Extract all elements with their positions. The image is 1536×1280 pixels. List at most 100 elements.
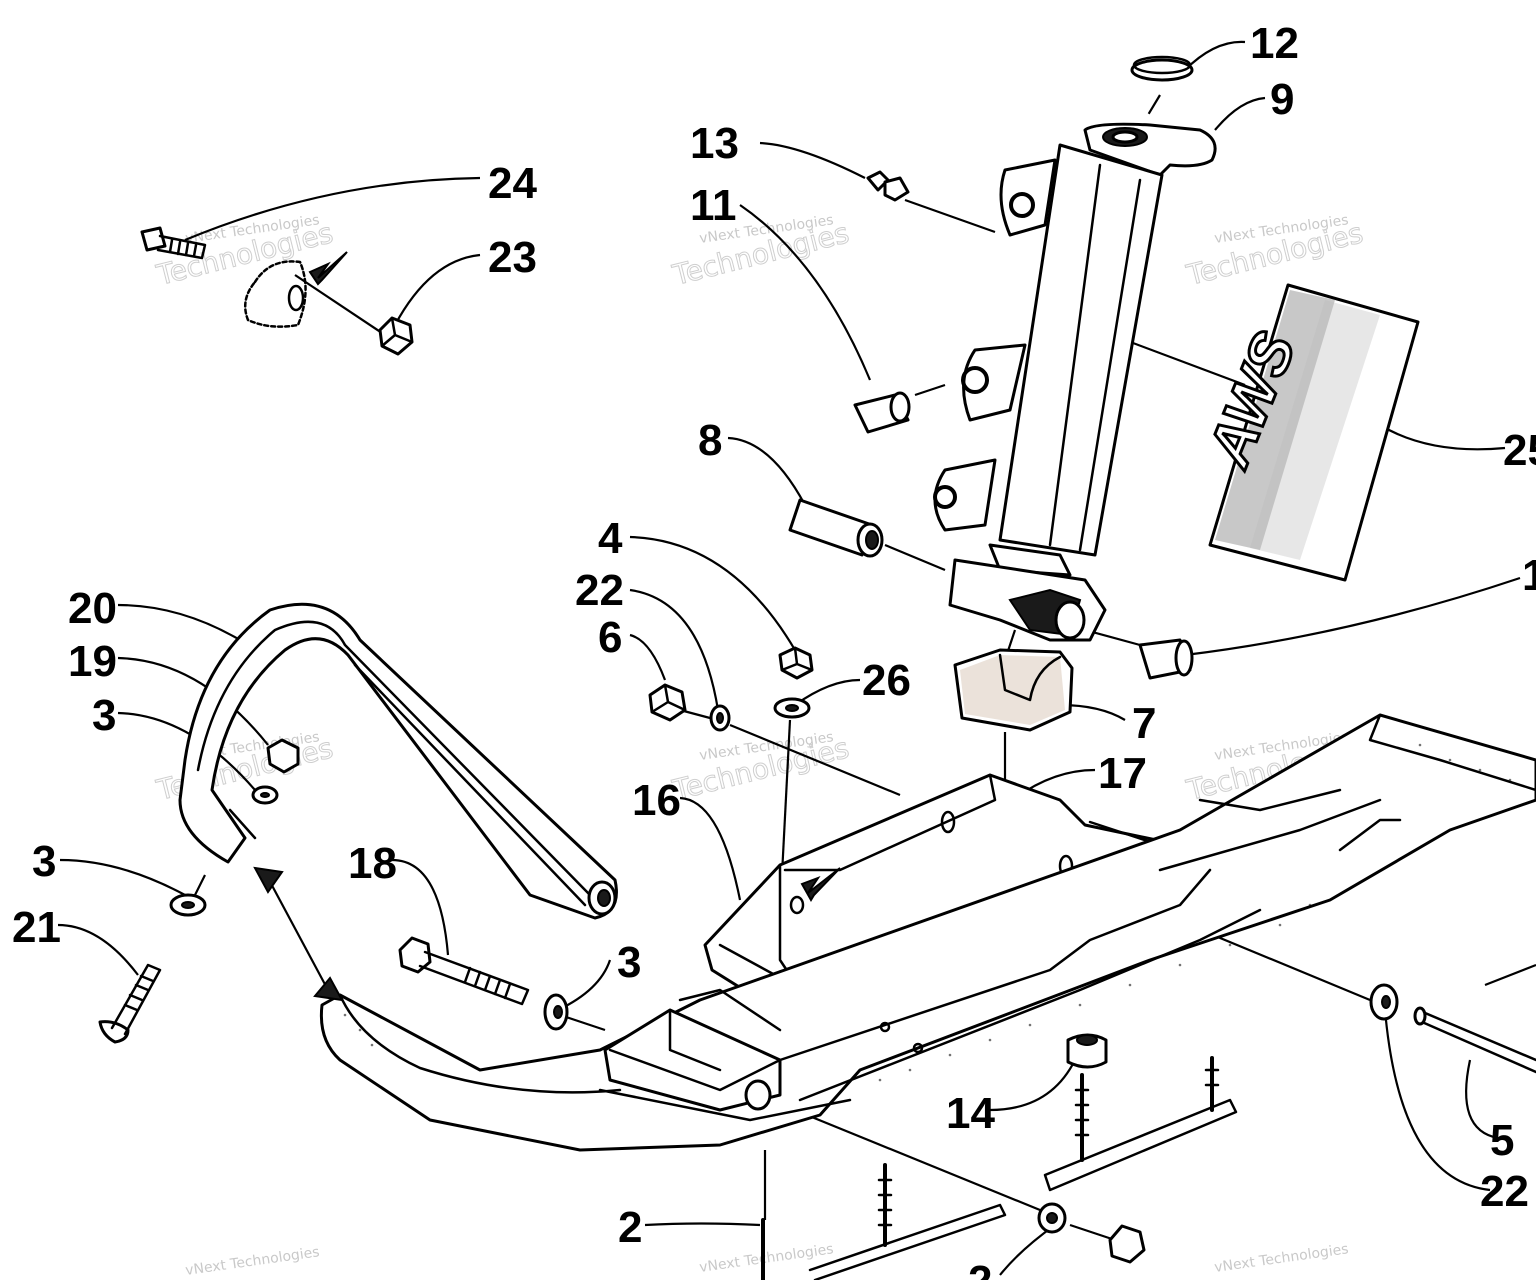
- part-13-grease-fitting: [866, 170, 910, 202]
- callout-3: 3: [32, 837, 56, 886]
- part-3-washer: [543, 993, 569, 1031]
- leader-23: [394, 253, 481, 326]
- arrow-icon: [308, 251, 348, 286]
- leader-3b: [59, 858, 186, 896]
- leader-12: [1184, 40, 1246, 71]
- assembly-line: [294, 274, 386, 336]
- part-22-washer: [1369, 983, 1399, 1021]
- part-2-wear-bar: [761, 1056, 1238, 1280]
- callout-6: 6: [598, 613, 622, 662]
- watermark-text: vNext Technologies: [698, 1241, 834, 1276]
- watermark-text: vNext Technologies: [1213, 1241, 1349, 1276]
- leader-18: [391, 858, 450, 956]
- arrowhead-icon: [313, 976, 344, 1002]
- part-24-bolt: [140, 226, 207, 260]
- part-18-bolt: [398, 936, 530, 1006]
- part-21-bolt: [98, 963, 162, 1044]
- callout-labels: 12 9 13 11 24 23 25 8 4 22 6 26 1 7 20 1…: [12, 19, 1536, 1280]
- callout-21: 21: [12, 903, 61, 952]
- leader-2a: [644, 1222, 761, 1227]
- arrowhead-icon: [253, 866, 284, 894]
- part-3-washer: [251, 785, 279, 805]
- leader-21: [57, 923, 139, 976]
- assembly-line: [1484, 963, 1536, 987]
- callout-22: 22: [1480, 1167, 1529, 1216]
- part-14-spacer: [1066, 1033, 1108, 1069]
- callout-20: 20: [68, 584, 117, 633]
- part-7-wear-block: [953, 648, 1074, 732]
- callout-19: 19: [68, 637, 117, 686]
- leader-19: [117, 656, 269, 746]
- callout-26: 26: [862, 656, 911, 705]
- part-19-nut: [266, 738, 300, 774]
- part-9-spindle-housing: [933, 122, 1217, 642]
- callout-16: 16: [632, 776, 681, 825]
- leader-13: [759, 141, 866, 179]
- leader-25: [1379, 424, 1506, 451]
- assembly-line: [904, 198, 996, 234]
- callout-17: 17: [1098, 749, 1147, 798]
- callout-4: 4: [598, 514, 623, 563]
- part-25-decal: AWS: [1193, 283, 1420, 582]
- leader-8: [727, 436, 806, 506]
- leader-lines: [57, 40, 1536, 1276]
- callout-25: 25: [1503, 426, 1536, 475]
- assembly-line: [914, 383, 946, 397]
- watermark-text: vNext Technologies: [184, 1244, 320, 1279]
- callout-1: 1: [1522, 551, 1536, 600]
- part-23-nut: [378, 316, 414, 356]
- part-3-washer: [169, 893, 207, 917]
- callout-3: 3: [92, 691, 116, 740]
- part-5-bolt: [1413, 1006, 1536, 1074]
- leader-24: [184, 176, 481, 242]
- callout-24: 24: [488, 159, 537, 208]
- leader-9: [1214, 96, 1266, 131]
- part-8-bushing: [788, 498, 884, 558]
- assembly-line: [1124, 338, 1246, 387]
- part-4-nut: [778, 646, 814, 680]
- callout-14: 14: [946, 1089, 995, 1138]
- leader-22a: [629, 588, 720, 711]
- arrow-icon: [800, 867, 841, 902]
- callout-8: 8: [698, 416, 722, 465]
- part-22-washer: [709, 704, 731, 732]
- leader-4: [629, 535, 796, 651]
- assembly-line: [1003, 629, 1017, 661]
- leader-11: [739, 204, 872, 381]
- assembly-line: [729, 723, 901, 797]
- part-11-bushing: [853, 391, 911, 434]
- leader-22b: [1383, 1009, 1491, 1192]
- callout-3: 3: [617, 938, 641, 987]
- alignment-arrow: [253, 866, 344, 1002]
- leader-1: [1184, 576, 1521, 657]
- callout-12: 12: [1250, 19, 1299, 68]
- leader-14: [989, 1059, 1076, 1112]
- assembly-line: [1069, 1223, 1116, 1242]
- callout-23: 23: [488, 233, 537, 282]
- callout-18: 18: [348, 839, 397, 888]
- assembly-line: [884, 543, 946, 572]
- assembly-line: [1144, 94, 1161, 121]
- part-mount-bracket-detail: [243, 251, 348, 328]
- leader-6: [629, 633, 667, 681]
- callout-22: 22: [575, 566, 624, 615]
- part-26-washer: [773, 697, 811, 719]
- leader-5: [1465, 1059, 1499, 1140]
- part-12-cap: [1130, 55, 1194, 82]
- assembly-line: [769, 1098, 1041, 1212]
- leader-20: [117, 603, 241, 641]
- part-6-nut: [648, 683, 687, 722]
- callout-7: 7: [1132, 699, 1156, 748]
- callout-2: 2: [968, 1257, 992, 1280]
- part-2-nut: [1108, 1224, 1146, 1264]
- callout-2: 2: [618, 1203, 642, 1252]
- ski-body: [319, 713, 1536, 1152]
- callout-11: 11: [690, 181, 737, 230]
- leader-3a: [117, 711, 256, 791]
- part-1-bushing: [1138, 638, 1194, 680]
- part-2-washer: [1037, 1202, 1067, 1234]
- part-20-ski-loop: [178, 602, 618, 920]
- leader-16: [679, 796, 742, 901]
- callout-13: 13: [690, 119, 739, 168]
